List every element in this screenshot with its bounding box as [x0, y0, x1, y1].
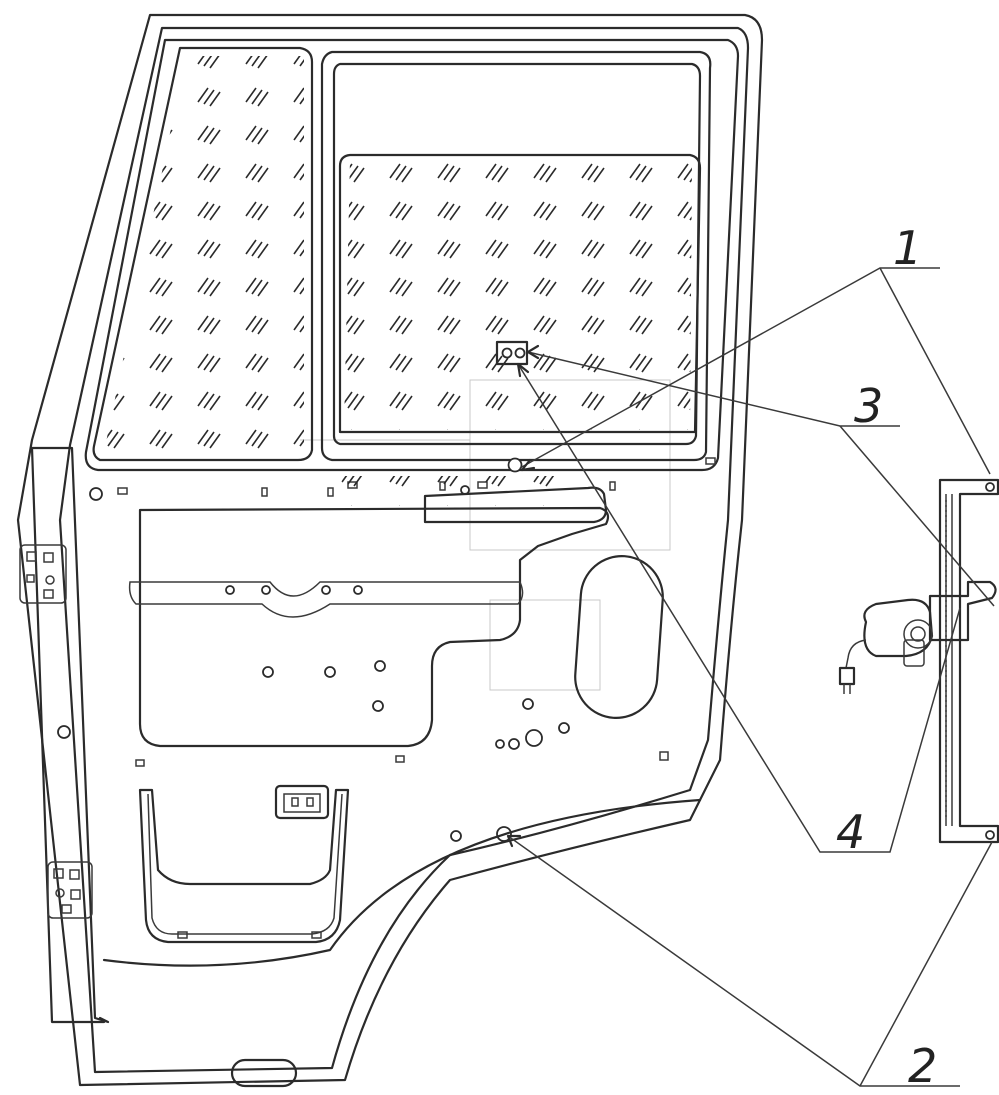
door-outer-outline [16, 13, 764, 1087]
main-window-opening [320, 50, 712, 462]
hinge-strip [30, 446, 110, 1024]
lower-hinge-plate [47, 861, 93, 919]
glass-channel [423, 486, 608, 524]
callout-leaders [506, 267, 995, 1087]
callout-labels: 1 3 4 2 [836, 221, 937, 1093]
regulator-rail [938, 478, 999, 844]
drop-glass [338, 153, 702, 434]
callout-1: 1 [893, 221, 922, 275]
window-frame [84, 38, 740, 472]
motor-connector [838, 666, 856, 686]
upper-hinge-plate [19, 544, 67, 604]
door-inner-outline [58, 26, 750, 1074]
regulator-attach-bracket [495, 340, 529, 366]
oval-access-hole [574, 554, 664, 720]
panel-holes [135, 585, 669, 842]
lifter-slider [928, 580, 997, 642]
drain-slot [230, 1058, 298, 1088]
callout-2: 2 [908, 1039, 937, 1093]
inner-cutout [138, 506, 610, 748]
rear-glass [92, 46, 314, 462]
window-regulator-assembly [838, 478, 999, 844]
drive-motor [863, 598, 934, 658]
callout-4: 4 [836, 805, 865, 859]
callout-3: 3 [854, 379, 883, 433]
lower-handle-pocket [138, 788, 350, 944]
door-pull-handle [274, 784, 330, 820]
door-panel [16, 13, 764, 1088]
